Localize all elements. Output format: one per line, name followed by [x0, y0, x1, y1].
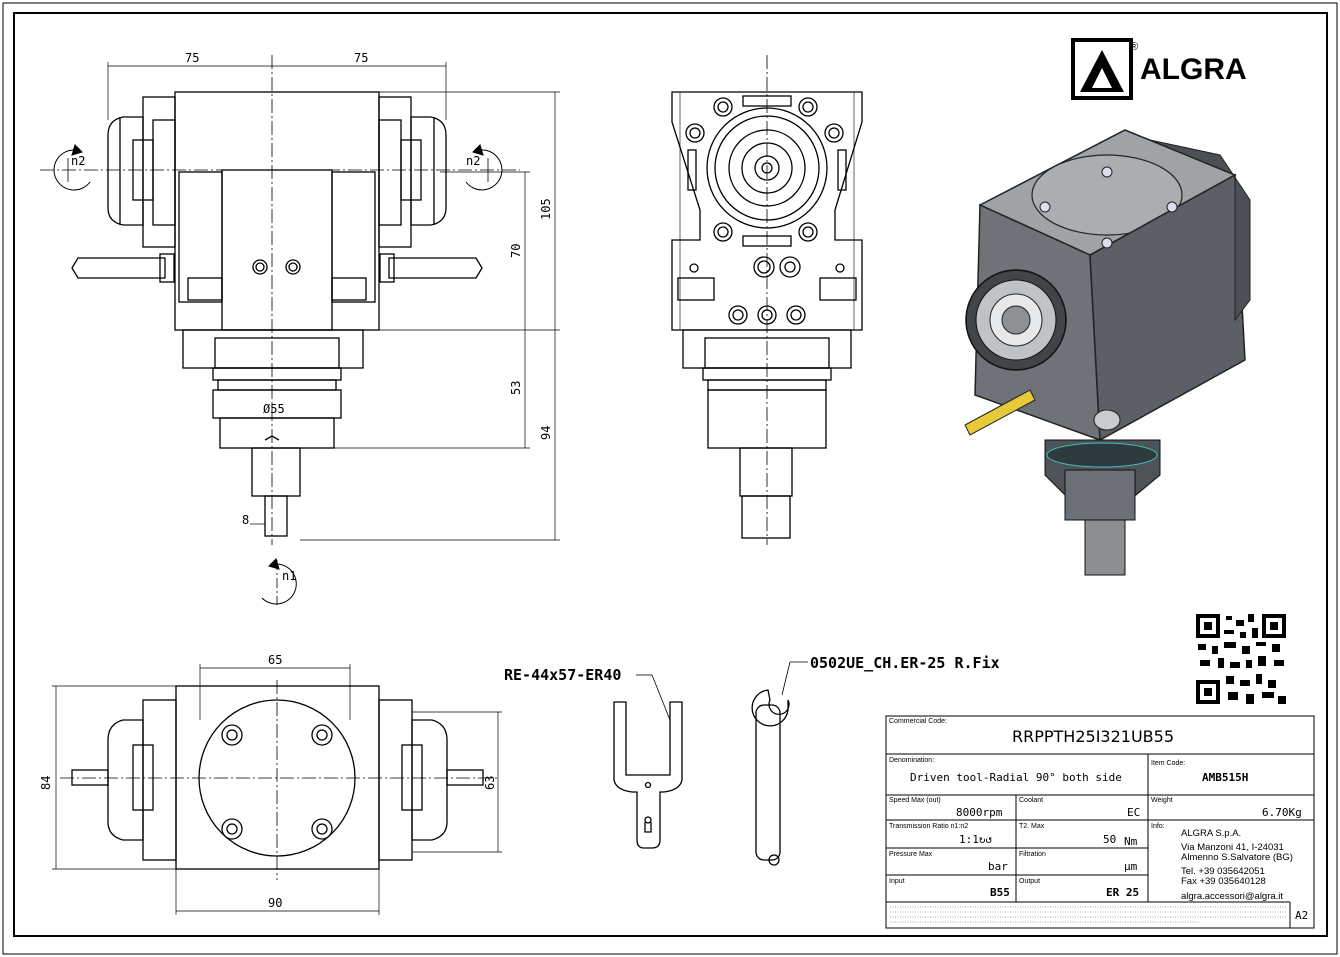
speed-label: Speed Max (out): [889, 797, 941, 804]
info-company: ALGRA S.p.A.: [1181, 828, 1241, 839]
wrench-hook-label: 0502UE_CH.ER-25 R.Fix: [810, 654, 1000, 672]
ratio-label: Transmission Ratio n1:n2: [889, 823, 968, 830]
info-email: algra.accessori@algra.it: [1181, 891, 1283, 902]
dim-right-width: 75: [354, 51, 368, 65]
output-value: ER 25: [1106, 886, 1139, 899]
filtration-value: µm: [1124, 860, 1138, 873]
input-value: B55: [990, 886, 1010, 899]
commercial-code-label: Commercial Code:: [889, 718, 947, 725]
weight-label: Weight: [1151, 797, 1173, 804]
dim-height-shank: 53: [509, 381, 523, 395]
torque-value: 50: [1103, 833, 1116, 846]
item-code-value: AMB515H: [1202, 771, 1248, 784]
plan-view: [60, 680, 500, 880]
filtration-label: Filtration: [1019, 851, 1046, 858]
output-label: Output: [1019, 878, 1040, 885]
rotation-label-right: n2: [466, 154, 480, 168]
input-label: Input: [889, 878, 905, 885]
speed-value: 8000rpm: [956, 806, 1003, 819]
side-view: [671, 55, 863, 545]
info-label: Info:: [1151, 823, 1165, 830]
rotation-symbol-left: [53, 144, 91, 191]
pressure-label: Pressure Max: [889, 851, 933, 858]
dim-plan-top: 65: [268, 653, 282, 667]
dim-diameter: Ø55: [263, 402, 285, 416]
item-code-label: Item Code:: [1151, 760, 1185, 767]
sheet-size: A2: [1295, 909, 1308, 922]
plan-view-dimensions: [52, 664, 502, 915]
info-fax: Fax +39 035640128: [1181, 876, 1266, 887]
torque-label: T2. Max: [1019, 823, 1045, 830]
dim-plan-left: 84: [39, 776, 53, 790]
title-block: [885, 715, 1315, 929]
rotation-symbol-bottom: [261, 558, 297, 605]
dim-height-total: 105: [539, 198, 553, 220]
pressure-value: bar: [988, 860, 1008, 873]
dim-height-lower: 94: [539, 426, 553, 440]
dim-plan-right: 63: [483, 776, 497, 790]
torque-unit: Nm: [1124, 835, 1138, 848]
wrench-fork: [613, 674, 683, 849]
coolant-value: EC: [1127, 806, 1140, 819]
brand-name: ALGRA: [1140, 53, 1247, 86]
rotation-label-bottom: n1: [282, 569, 296, 583]
weight-value: 6.70Kg: [1262, 806, 1302, 819]
rotation-symbol-right: [465, 144, 503, 191]
dim-plan-bottom: 90: [268, 896, 282, 910]
wrench-hook: [751, 661, 808, 866]
isometric-view: [964, 129, 1251, 576]
ratio-value: 1:1↻↺: [959, 833, 992, 846]
registered-mark: ®: [1130, 41, 1138, 53]
denomination-value: Driven tool-Radial 90° both side: [910, 771, 1122, 784]
dim-left-width: 75: [185, 51, 199, 65]
info-address2: Almenno S.Salvatore (BG): [1181, 852, 1293, 863]
commercial-code-value: RRPPTH25I321UB55: [1012, 727, 1174, 746]
algra-logo: ALGRA ®: [1071, 38, 1247, 100]
front-view: [40, 55, 520, 545]
coolant-label: Coolant: [1019, 797, 1043, 804]
dim-shank-width: 8: [242, 513, 249, 527]
info-tel: Tel. +39 035642051: [1181, 866, 1265, 877]
dim-height-upper: 70: [509, 244, 523, 258]
fine-print: [890, 906, 1286, 923]
info-address1: Via Manzoni 41, I-24031: [1181, 842, 1284, 853]
front-view-dimensions: [107, 62, 560, 541]
wrench-fork-label: RE-44x57-ER40: [504, 666, 621, 684]
inner-frame: [13, 12, 1328, 937]
qr-code: [1196, 614, 1286, 704]
rotation-label-left: n2: [71, 154, 85, 168]
denomination-label: Denomination:: [889, 757, 934, 764]
